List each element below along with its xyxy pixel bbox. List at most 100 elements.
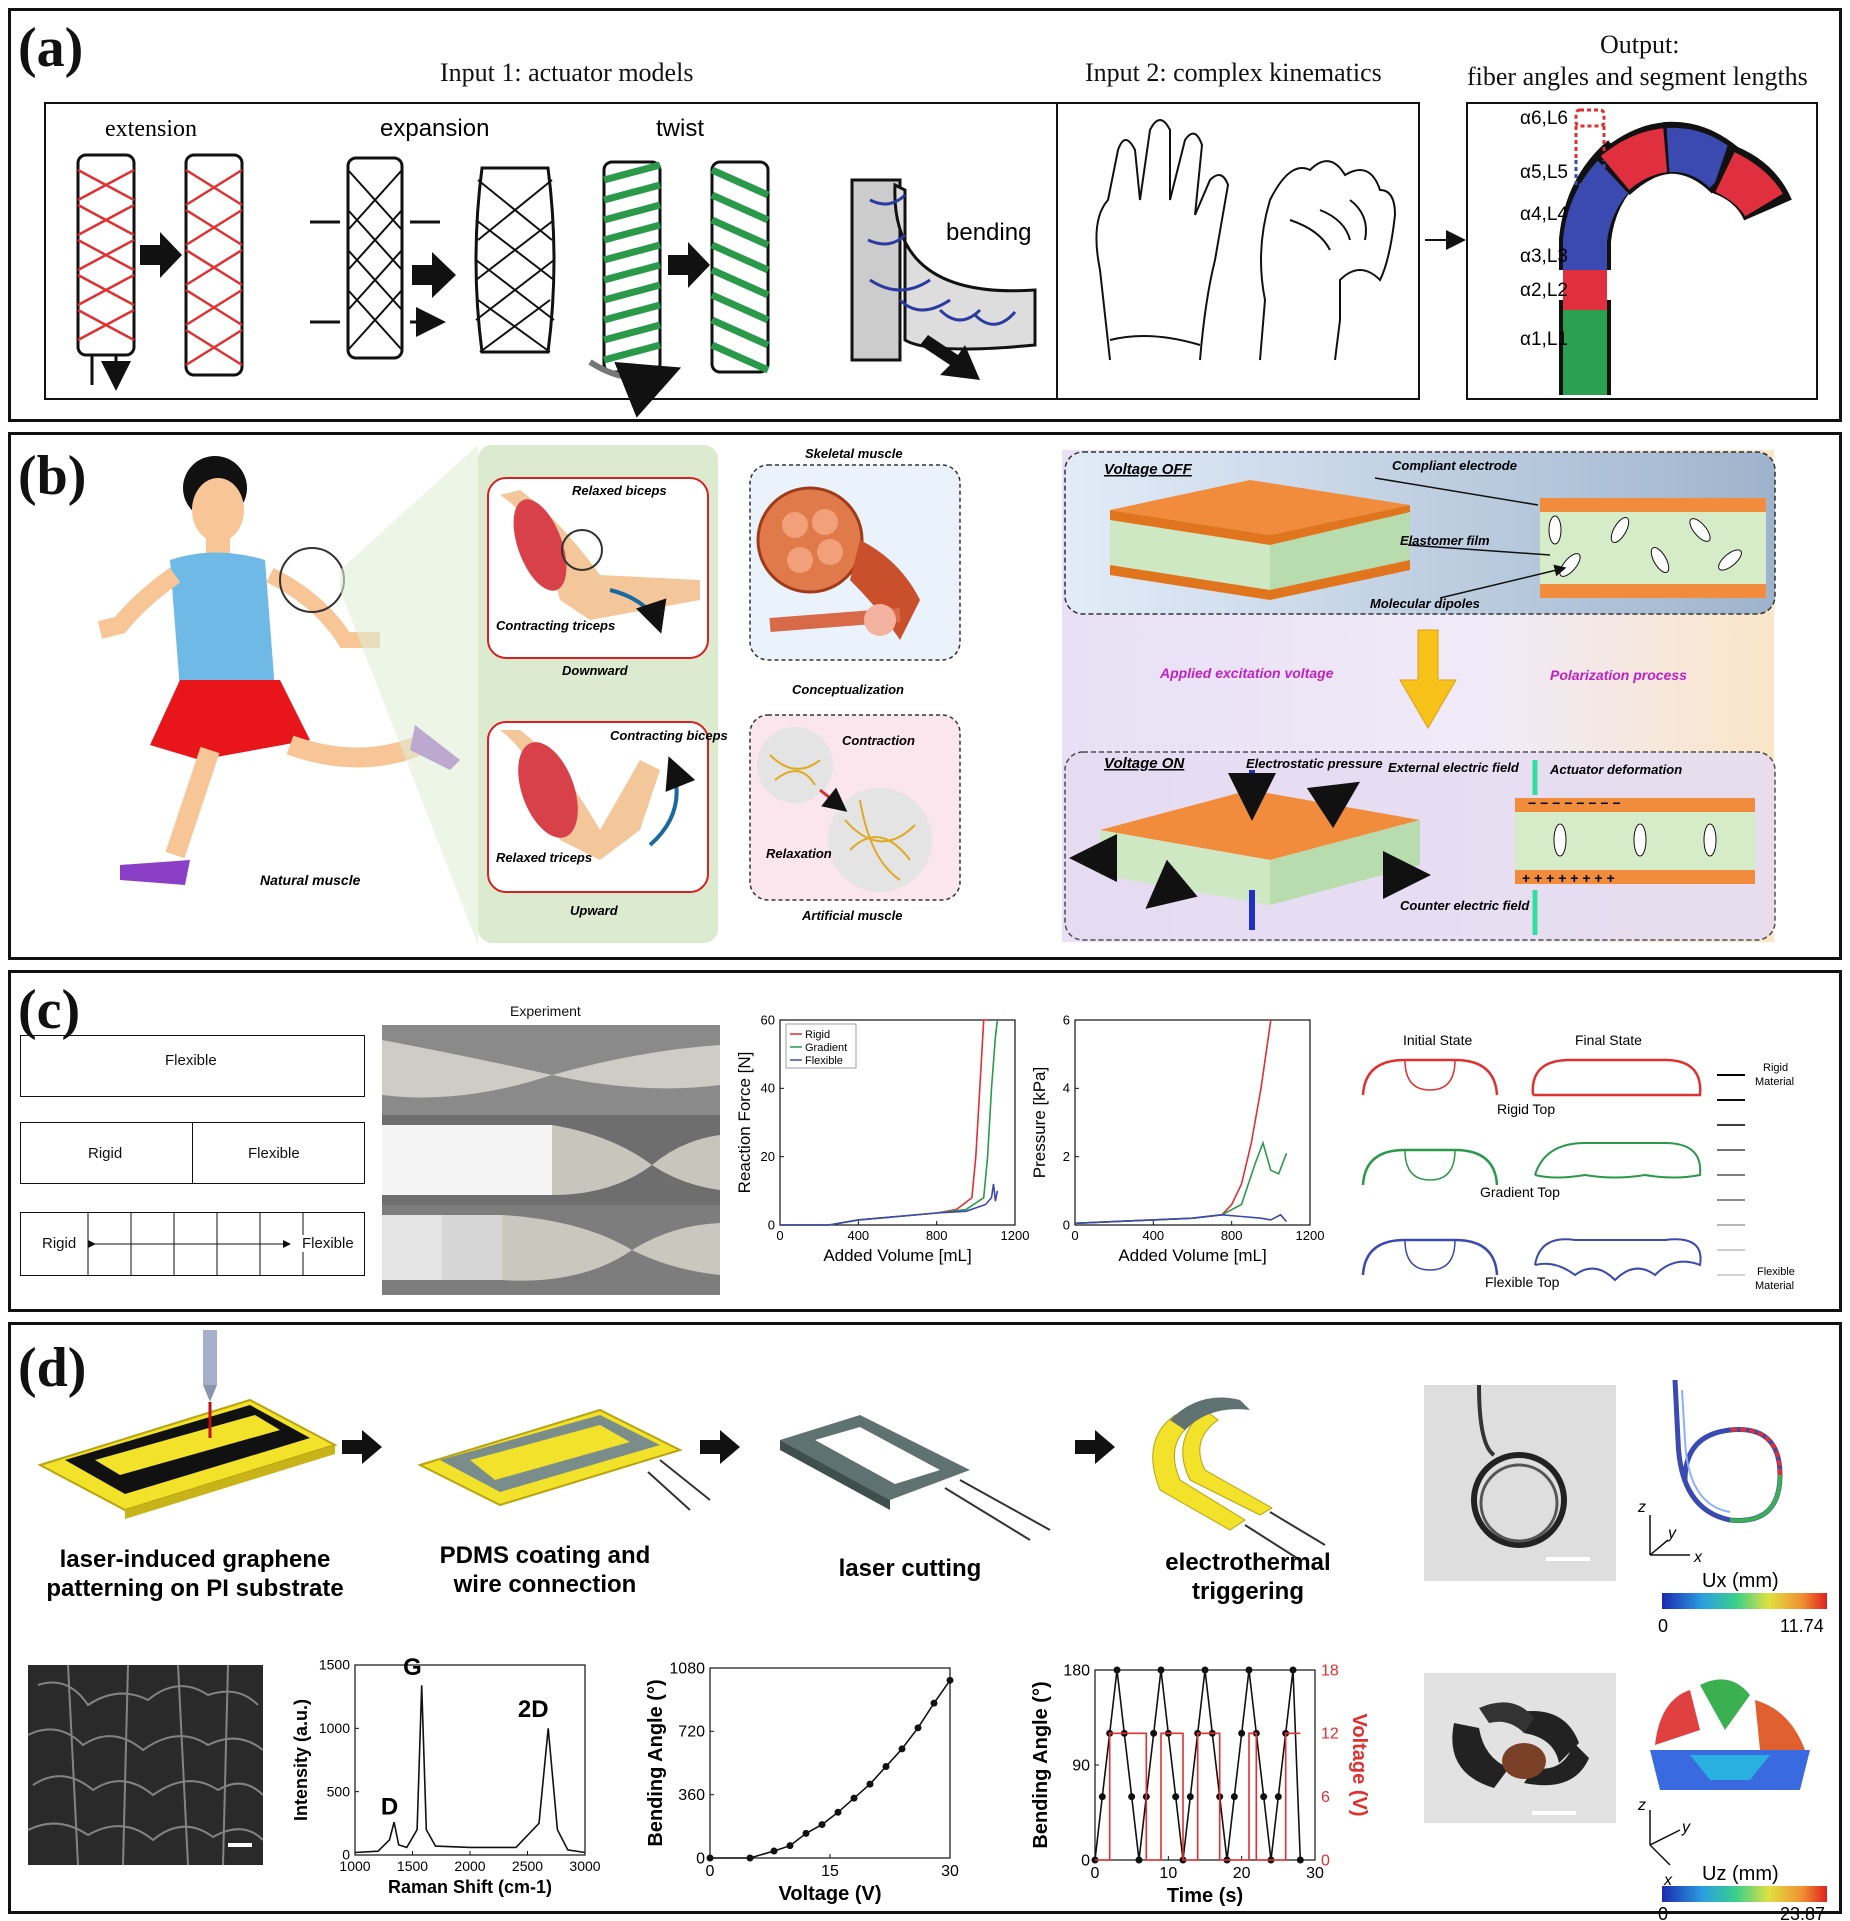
gradient-top-label: Gradient Top (1480, 1184, 1560, 1200)
relaxed-biceps-label: Relaxed biceps (572, 483, 667, 498)
data-point (882, 1763, 890, 1771)
compliant-electrode-label: Compliant electrode (1392, 458, 1517, 473)
rigid-material-label-2: Material (1755, 1076, 1794, 1088)
elastomer-film-label: Elastomer film (1400, 533, 1490, 548)
input2-title: Input 2: complex kinematics (1085, 58, 1382, 87)
svg-text:z: z (1637, 1797, 1646, 1814)
step1-label-1: laser-induced graphene (60, 1546, 331, 1573)
x-tick-label: 30 (941, 1863, 959, 1880)
step3-label: laser cutting (839, 1555, 982, 1582)
output-title-1: Output: (1600, 30, 1680, 59)
step4-label-2: triggering (1192, 1578, 1304, 1605)
data-point (786, 1842, 794, 1850)
y-axis-label: Bending Angle (°) (1030, 1681, 1052, 1848)
x-tick-label: 2000 (454, 1858, 485, 1874)
panel-d (8, 1322, 1842, 1914)
y2-axis-label: Voltage (V) (1348, 1714, 1370, 1817)
segment-label-5: α5,L5 (1520, 162, 1568, 183)
panel-c (8, 970, 1842, 1312)
y-tick-label: 60 (761, 1012, 775, 1027)
raman-peak-label: G (403, 1654, 422, 1681)
expansion-cylinder-after (474, 166, 556, 354)
y-tick-label: 1500 (319, 1657, 350, 1673)
natural-muscle-label: Natural muscle (260, 872, 361, 888)
expansion-cylinder-before (310, 156, 440, 360)
uz-min: 0 (1658, 1904, 1668, 1920)
x-tick-label: 400 (1142, 1228, 1164, 1243)
gradient-strip (20, 1212, 365, 1276)
data-point (866, 1780, 874, 1788)
x-tick-label: 1000 (339, 1858, 370, 1874)
data-point (930, 1699, 938, 1707)
data-point (1128, 1793, 1136, 1801)
kinematics-box (1056, 102, 1420, 400)
x-tick-label: 1500 (397, 1858, 428, 1874)
data-point (1238, 1729, 1246, 1737)
rigid-flexible-divider (192, 1122, 193, 1184)
data-point (1157, 1666, 1165, 1674)
plot-frame (709, 1667, 951, 1859)
data-point (1260, 1793, 1268, 1801)
series-line (1095, 1732, 1301, 1861)
dea-block-off (1110, 480, 1410, 600)
x-tick-label: 800 (926, 1228, 948, 1243)
segment-label-1: α1,L1 (1520, 329, 1568, 350)
model-label-expansion: expansion (380, 115, 489, 142)
y-axis-label: Pressure [kPa] (1030, 1067, 1049, 1179)
flexible-strip-label: Flexible (165, 1052, 217, 1069)
x-tick-label: 2500 (512, 1858, 543, 1874)
svg-text:z: z (1637, 1499, 1646, 1516)
x-tick-label: 0 (1091, 1865, 1100, 1882)
arm-drawing-down (500, 490, 700, 634)
twist-arrow (668, 242, 710, 288)
ux-colorbar (1662, 1593, 1827, 1609)
data-point (1296, 1856, 1304, 1864)
data-point (1186, 1793, 1194, 1801)
y-tick-label: 90 (1072, 1757, 1090, 1774)
series-line (780, 1183, 999, 1226)
x-tick-label: 0 (706, 1863, 715, 1880)
x-axis-label: Added Volume [mL] (1118, 1246, 1266, 1265)
model-label-twist: twist (656, 115, 704, 142)
y-tick-label: 500 (327, 1783, 351, 1799)
flexible-material-label-2: Material (1755, 1280, 1794, 1292)
open-hand-drawing (1095, 119, 1230, 361)
extension-arrow (140, 232, 182, 278)
x-tick-label: 1200 (1001, 1228, 1030, 1243)
experiment-title: Experiment (510, 1003, 581, 1019)
legend-label: Rigid (805, 1029, 830, 1041)
actuator-deformation-label: Actuator deformation (1549, 762, 1682, 777)
data-point (746, 1854, 754, 1862)
y-axis-label: Intensity (a.u.) (291, 1699, 311, 1821)
svg-text:y: y (1667, 1525, 1677, 1542)
twist-cylinder-after (710, 160, 770, 374)
y-axis-label: Reaction Force [N] (735, 1052, 754, 1194)
rigid-half-label: Rigid (88, 1145, 123, 1162)
coil-photo (1424, 1385, 1616, 1581)
data-point (1113, 1666, 1121, 1674)
rigid-material-label: Rigid (1763, 1062, 1788, 1074)
data-point (1230, 1793, 1238, 1801)
gripper-simulation: z y x Uz (mm) 0 23.87 (1637, 1679, 1827, 1920)
panel-b-drawings: Natural muscle Relaxed biceps Contractin… (97, 445, 1776, 945)
downward-label: Downward (562, 663, 629, 678)
y-tick-label: 6 (1063, 1012, 1070, 1027)
panel-a-drawings: extension expansion twist bending (76, 108, 1792, 418)
svg-text:x: x (1693, 1549, 1703, 1566)
polarization-label: Polarization process (1550, 667, 1687, 683)
x-tick-label: 15 (821, 1863, 839, 1880)
svg-text:x: x (1663, 1872, 1673, 1889)
gradient-rigid-label: Rigid (42, 1235, 77, 1252)
y-tick-label: 0 (342, 1847, 350, 1863)
dea-block-on (1069, 770, 1431, 930)
yellow-down-arrow (1399, 629, 1457, 729)
sem-image (28, 1665, 263, 1865)
ux-min: 0 (1658, 1616, 1668, 1636)
counter-field-label: Counter electric field (1400, 898, 1530, 913)
step-arrow-3 (1075, 1430, 1115, 1464)
data-point (1172, 1793, 1180, 1801)
svg-text:y: y (1681, 1819, 1691, 1836)
